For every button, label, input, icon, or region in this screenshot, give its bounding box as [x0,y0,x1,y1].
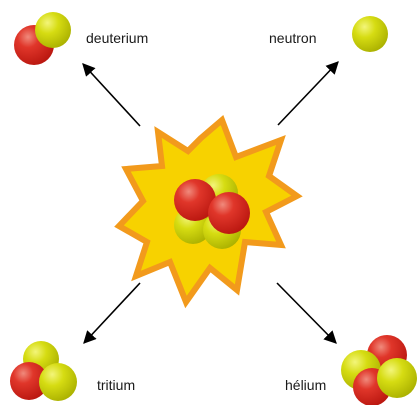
neutron-particle [39,363,77,401]
tritium-nucleus [10,341,77,401]
arrow-to-helium [277,283,336,343]
helium-nucleus [341,335,417,405]
neutron-particle [35,12,71,48]
neutron-particle [377,358,417,398]
deuterium-label: deuterium [86,30,148,46]
free-neutron-particle [352,16,388,52]
helium-label: hélium [285,377,326,393]
deuterium-nucleus [14,12,71,65]
proton-particle [208,192,250,234]
arrow-to-deuterium [83,64,140,126]
arrow-to-tritium [84,283,140,343]
arrow-to-neutron [278,62,338,125]
tritium-label: tritium [97,377,135,393]
neutron-label: neutron [269,30,316,46]
